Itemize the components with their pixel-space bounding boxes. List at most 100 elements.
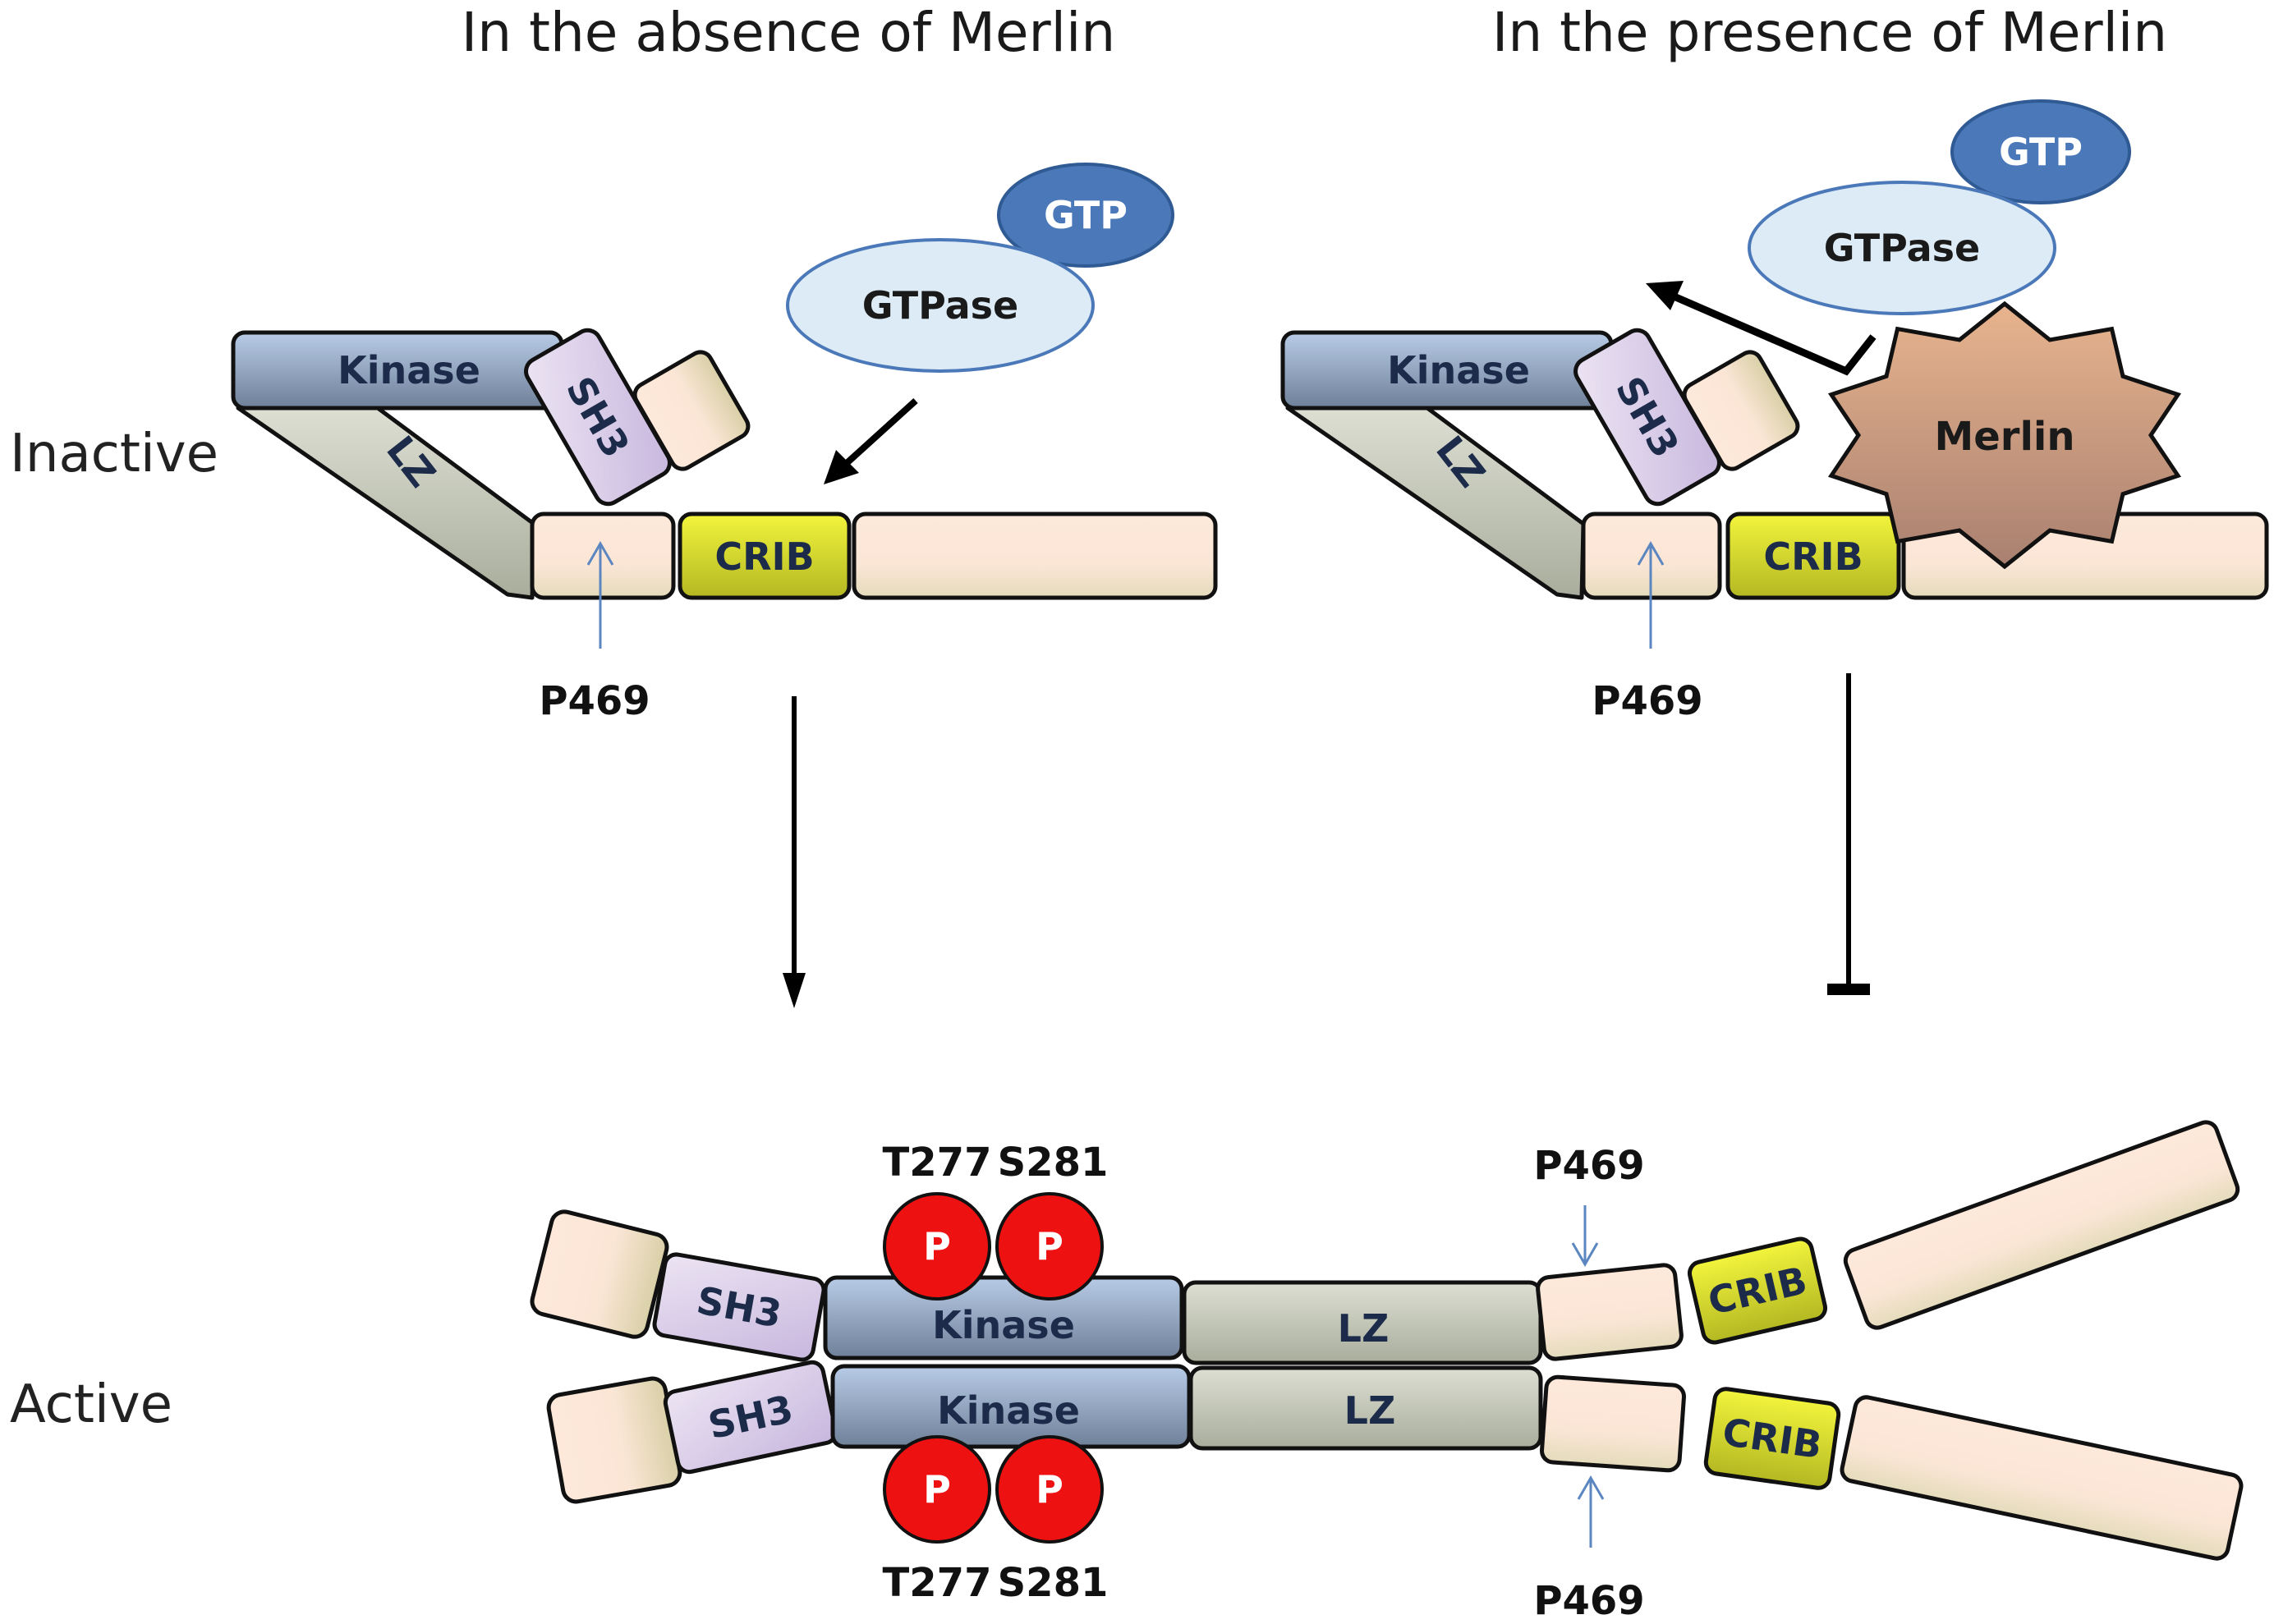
lz-domain: LZ	[1285, 406, 1586, 600]
sh3-domain: SH3	[652, 1252, 826, 1362]
sh3-domain: SH3	[663, 1360, 838, 1475]
n-terminal-segment	[632, 350, 751, 471]
gtp-label: GTP	[1044, 193, 1128, 237]
crib-label: CRIB	[714, 534, 814, 579]
phospho-s281-bottom: P	[995, 1435, 1104, 1544]
gtpase-label: GTPase	[862, 283, 1018, 328]
t277-label: T277	[883, 1560, 992, 1606]
gtp-label: GTP	[1999, 130, 2083, 174]
sh3-shape	[652, 1252, 826, 1362]
sh3-shape	[663, 1360, 838, 1475]
kinase-domain: Kinase	[231, 330, 564, 411]
p469-label: P469	[1533, 1578, 1644, 1624]
n-terminal-segment	[530, 1209, 669, 1339]
crib-label: CRIB	[1763, 534, 1863, 579]
lz-domain: LZ	[236, 406, 536, 600]
arrow-down-icon	[783, 973, 806, 1008]
arrow-up-icon	[1577, 1475, 1605, 1500]
crib-domain: CRIB	[1687, 1236, 1828, 1345]
phospho-t277-top: P	[883, 1192, 991, 1301]
phospho-circle	[995, 1192, 1104, 1301]
lz-domain: LZ	[1182, 1280, 1543, 1365]
c-terminal-segment	[852, 512, 1218, 600]
phospho-circle	[883, 1192, 991, 1301]
lz-label: LZ	[1338, 1306, 1390, 1351]
kinase-domain: Kinase	[1280, 330, 1614, 411]
merlin-label: Merlin	[1934, 414, 2074, 460]
lz-label: LZ	[1344, 1388, 1396, 1433]
inhibition-line	[1827, 673, 1870, 995]
phospho-label: P	[923, 1467, 951, 1512]
kinase-label: Kinase	[937, 1388, 1080, 1433]
gtpase-complex-left: GTP GTPase	[786, 163, 1174, 373]
active-pak-monomer-bottom: SH3 Kinase LZ CRIB P P T277 S281	[546, 1360, 2244, 1624]
gtpase-displacement-arrow	[1646, 281, 1877, 376]
p469-label: P469	[539, 678, 650, 724]
p469-segment	[530, 512, 676, 600]
sh3-domain: SH3	[1573, 328, 1721, 507]
lz-shape	[236, 406, 536, 600]
kinase-domain: Kinase	[830, 1364, 1192, 1449]
phospho-s281-top: P	[995, 1192, 1104, 1301]
title-presence: In the presence of Merlin	[1492, 1, 2167, 64]
crib-shape	[1687, 1236, 1828, 1345]
crib-domain: CRIB	[1725, 512, 1901, 600]
kinase-label: Kinase	[932, 1303, 1075, 1347]
s281-label: S281	[998, 1560, 1109, 1606]
label-inactive: Inactive	[10, 424, 218, 484]
p469-site-arrow	[586, 540, 614, 649]
gtpase-binding-arrow	[824, 398, 918, 484]
crib-shape	[1725, 512, 1901, 600]
p469-segment	[1536, 1263, 1684, 1361]
label-active: Active	[10, 1374, 172, 1435]
phospho-t277-bottom: P	[883, 1435, 991, 1544]
phospho-label: P	[1036, 1467, 1063, 1512]
c-terminal-segment	[1843, 1120, 2240, 1330]
phospho-circle	[883, 1435, 991, 1544]
crib-domain: CRIB	[678, 512, 852, 600]
kinase-shape	[823, 1275, 1184, 1360]
crib-shape	[678, 512, 852, 600]
gtp-shape	[1950, 99, 2131, 204]
phospho-label: P	[923, 1224, 951, 1268]
merlin-protein: Merlin	[1827, 300, 2182, 570]
activation-arrow	[783, 696, 806, 1008]
active-pak-monomer-top: SH3 Kinase LZ CRIB P P T277 S281	[530, 1120, 2240, 1365]
p469-segment	[1540, 1374, 1686, 1473]
kinase-label: Kinase	[1387, 348, 1530, 392]
phospho-label: P	[1036, 1224, 1063, 1268]
p469-site-arrow	[1637, 540, 1665, 649]
kinase-label: Kinase	[338, 348, 480, 392]
arrow-down-icon	[1571, 1242, 1599, 1268]
p469-label: P469	[1533, 1143, 1644, 1189]
arrowhead-icon	[824, 450, 859, 484]
phospho-circle	[995, 1435, 1104, 1544]
gtpase-shape	[786, 238, 1095, 373]
inhibition-bar-icon	[1827, 984, 1870, 995]
arrow-up-icon	[1637, 540, 1665, 566]
sh3-domain: SH3	[524, 328, 672, 507]
gtpase-shape	[1748, 181, 2056, 315]
arrowhead-icon	[1646, 281, 1684, 310]
lz-shape	[1285, 406, 1586, 600]
gtpase-label: GTPase	[1824, 226, 1980, 270]
s281-label: S281	[998, 1140, 1109, 1186]
arrow-up-icon	[586, 540, 614, 566]
gtpase-complex-right: GTP GTPase	[1748, 99, 2131, 315]
p469-label: P469	[1592, 678, 1702, 724]
crib-shape	[1703, 1387, 1841, 1490]
n-terminal-segment	[546, 1376, 682, 1504]
n-terminal-segment	[1682, 350, 1800, 471]
t277-label: T277	[883, 1140, 992, 1186]
c-terminal-segment	[1840, 1395, 2244, 1561]
kinase-domain: Kinase	[823, 1275, 1184, 1360]
gtp-shape	[997, 163, 1174, 268]
crib-domain: CRIB	[1703, 1387, 1841, 1490]
p469-site-arrow	[1571, 1205, 1599, 1268]
merlin-star-shape	[1827, 300, 2182, 570]
inactive-pak-left: LZ Kinase SH3 CRIB P469	[231, 328, 1218, 724]
lz-domain: LZ	[1188, 1365, 1543, 1451]
title-absence: In the absence of Merlin	[462, 1, 1115, 64]
p469-site-arrow	[1577, 1475, 1605, 1548]
